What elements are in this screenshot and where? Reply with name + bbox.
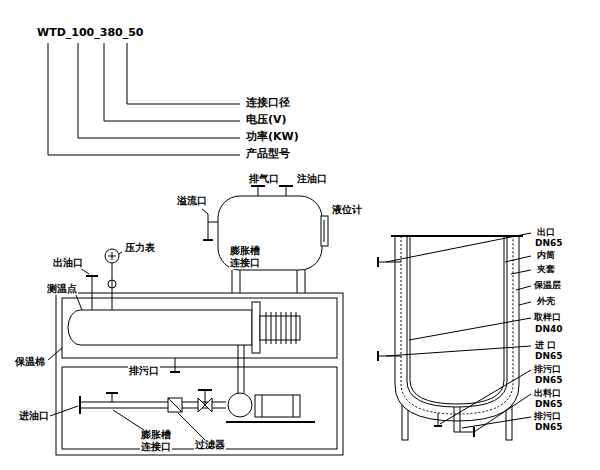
model-code: WTD_100_380_50 bbox=[36, 27, 145, 39]
part-label: 内筒 bbox=[536, 251, 556, 260]
part-label: 排污口 bbox=[533, 365, 562, 374]
part-label: 测温点 bbox=[46, 284, 78, 295]
expansion-tank bbox=[203, 186, 328, 293]
part-label: 溢流口 bbox=[176, 196, 208, 207]
part-label: 液位计 bbox=[331, 205, 363, 216]
part-label: 进油口 bbox=[18, 411, 50, 422]
part-label: 夹套 bbox=[536, 265, 556, 274]
part-label: DN40 bbox=[534, 325, 564, 334]
pump-piping bbox=[80, 345, 315, 422]
part-label: DN65 bbox=[534, 376, 564, 385]
part-label: 功率(KW) bbox=[245, 131, 300, 143]
part-label: 出口 bbox=[536, 228, 556, 237]
part-label: 排污口 bbox=[533, 412, 562, 421]
part-label: 进 口 bbox=[534, 341, 557, 350]
part-label: 压力表 bbox=[124, 243, 156, 254]
part-label: 膨胀槽 bbox=[140, 430, 172, 441]
part-label: 出料口 bbox=[533, 389, 562, 398]
part-label: 保温层 bbox=[533, 281, 562, 290]
part-label: 出油口 bbox=[52, 258, 84, 269]
part-label: 取样口 bbox=[533, 313, 562, 322]
model-code-leaders bbox=[48, 43, 240, 155]
part-label: DN65 bbox=[534, 352, 564, 361]
part-label: 排气口 bbox=[248, 174, 280, 185]
part-label: 连接口 bbox=[229, 258, 261, 269]
part-label: DN65 bbox=[534, 423, 564, 432]
part-label: DN65 bbox=[534, 239, 564, 248]
kettle-leaders bbox=[386, 233, 531, 432]
part-label: 排污口 bbox=[128, 366, 160, 377]
part-label: 外壳 bbox=[536, 297, 556, 306]
electric-heater bbox=[68, 249, 300, 353]
part-label: 膨胀槽 bbox=[229, 246, 261, 257]
jacketed-kettle bbox=[378, 236, 523, 440]
part-label: 连接口径 bbox=[245, 97, 291, 109]
part-label: 产品型号 bbox=[245, 148, 291, 160]
part-label: 保温棉 bbox=[14, 357, 46, 368]
part-label: 电压(V) bbox=[245, 114, 288, 126]
leader-lines bbox=[48, 209, 208, 440]
part-label: 连接口 bbox=[140, 442, 172, 453]
part-label: 注油口 bbox=[296, 174, 328, 185]
part-label: 过滤器 bbox=[194, 440, 226, 451]
part-label: DN65 bbox=[534, 400, 564, 409]
skid-frame bbox=[56, 293, 343, 455]
